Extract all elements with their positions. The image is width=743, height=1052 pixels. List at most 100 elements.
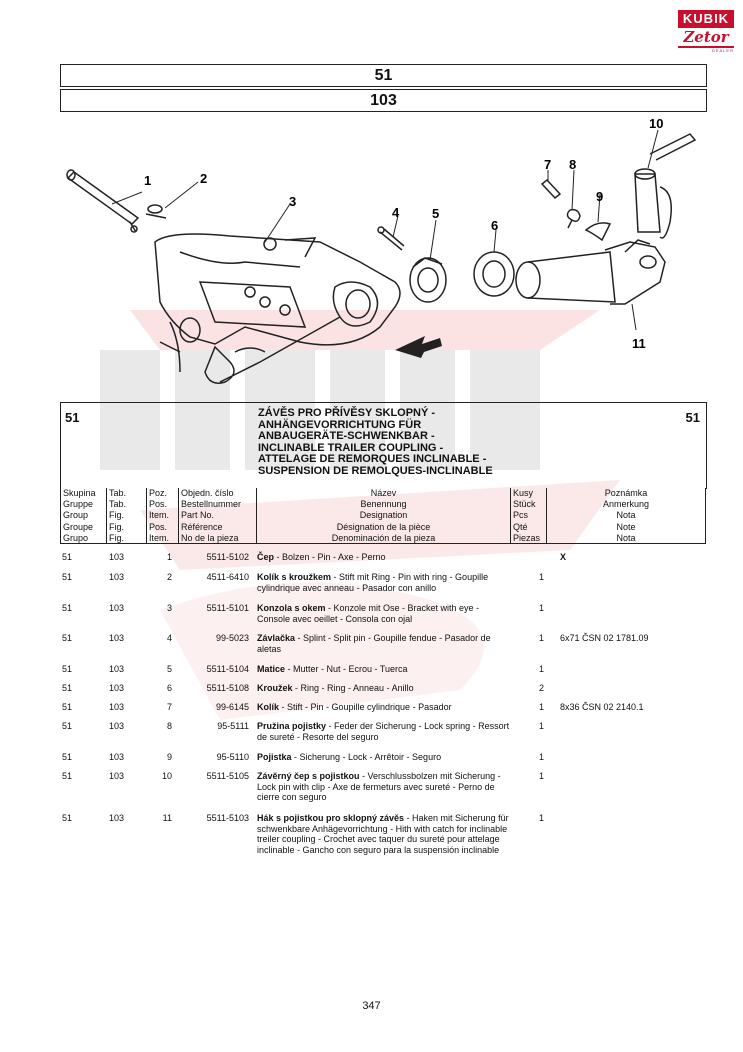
row-description-translations: - Feder der Sicherung - Lock spring - Re… (257, 721, 510, 742)
brand-logo-top: KUBIK (678, 10, 734, 28)
row-position: 7 (166, 702, 172, 712)
row-description: Konzola s okem - Konzole mit Ose - Brack… (257, 603, 511, 624)
row-description-czech: Pružina pojistky (257, 721, 327, 731)
row-description-translations: - Sicherung - Lock - Arrêtoir - Seguro (291, 752, 442, 762)
row-description: Kolík - Stift - Pin - Goupille cylindriq… (257, 702, 511, 713)
row-group: 51 (62, 771, 73, 781)
page-number: 347 (362, 1000, 381, 1012)
row-table: 103 (109, 572, 125, 582)
row-quantity: 1 (538, 702, 544, 712)
row-part-number: 5511-5105 (206, 771, 249, 781)
diagram-label-2: 2 (200, 171, 207, 186)
row-group: 51 (62, 552, 73, 562)
row-quantity: 1 (538, 664, 544, 674)
diagram-label-5: 5 (432, 206, 439, 221)
row-part-number: 5511-5103 (206, 813, 249, 823)
row-table: 103 (109, 633, 125, 643)
group-title-cz: ZÁVĚS PRO PŘÍVĚSY SKLOPNÝ - (258, 407, 436, 419)
row-note: 6x71 ČSN 02 1781.09 (560, 633, 649, 643)
diagram-label-6: 6 (491, 218, 498, 233)
row-description-czech: Matice (257, 664, 286, 674)
group-title-block: 51 51 ZÁVĚS PRO PŘÍVĚSY SKLOPNÝ - ANHÄNG… (60, 402, 707, 489)
row-position: 10 (161, 771, 172, 781)
row-group: 51 (62, 752, 73, 762)
row-table: 103 (109, 702, 125, 712)
row-group: 51 (62, 702, 73, 712)
row-description-czech: Kolík (257, 702, 280, 712)
part-7-pin-drawing (540, 178, 562, 200)
row-part-number: 5511-5104 (206, 664, 249, 674)
diagram-label-8: 8 (569, 157, 576, 172)
row-part-number: 95-5111 (217, 721, 249, 731)
diagram-label-3: 3 (289, 194, 296, 209)
row-description-translations: - Haken mit Sicherung für schwenkbare An… (257, 813, 509, 855)
row-table: 103 (109, 813, 125, 823)
row-part-number: 99-5023 (215, 633, 249, 643)
row-quantity: 1 (538, 752, 544, 762)
row-description: Závěrný čep s pojistkou - Verschlussbolz… (257, 771, 511, 803)
part-5-nut-drawing (409, 257, 447, 303)
table-right-border (705, 488, 706, 544)
part-2-ring-pin-drawing (145, 204, 167, 219)
row-part-number: 4511-6410 (206, 572, 249, 582)
row-description-czech: Závlačka (257, 633, 296, 643)
group-title-names: ZÁVĚS PRO PŘÍVĚSY SKLOPNÝ - ANHÄNGEVORRI… (258, 407, 493, 477)
group-title-de-1: ANHÄNGEVORRICHTUNG FÜR (258, 418, 422, 431)
column-header-position: Poz.Pos.Item.Pos.Item. (146, 488, 178, 544)
part-1-pin-drawing (66, 169, 140, 233)
group-number-right: 51 (685, 410, 700, 425)
row-description-translations: - Stift - Pin - Goupille cylindrique - P… (279, 702, 452, 712)
row-quantity: 1 (538, 771, 544, 781)
table-number-box: 103 (60, 89, 707, 112)
row-table: 103 (109, 683, 125, 693)
row-table: 103 (109, 552, 125, 562)
brand-logo-middle: Zetor (683, 28, 729, 46)
part-6-ring-drawing (473, 251, 515, 297)
diagram-label-9: 9 (596, 189, 603, 204)
table-header-bottom-rule (60, 543, 705, 544)
row-description-czech: Čep (257, 552, 275, 562)
part-4-split-pin-drawing (377, 226, 405, 251)
part-8-spring-drawing (566, 208, 581, 229)
row-description-czech: Konzola s okem (257, 603, 326, 613)
row-table: 103 (109, 752, 125, 762)
column-header-table: Tab.Tab.Fig.Fig.Fig. (106, 488, 146, 544)
row-group: 51 (62, 721, 73, 731)
row-description-translations: - Ring - Ring - Anneau - Anillo (292, 683, 414, 693)
row-table: 103 (109, 603, 125, 613)
row-quantity: 1 (538, 572, 544, 582)
row-description-translations: - Mutter - Nut - Ecrou - Tuerca (285, 664, 408, 674)
row-group: 51 (62, 683, 73, 693)
row-part-number: 5511-5108 (206, 683, 249, 693)
row-table: 103 (109, 721, 125, 731)
group-title-en: INCLINABLE TRAILER COUPLING - (258, 441, 444, 454)
row-description-translations: - Splint - Split pin - Goupille fendue -… (257, 633, 491, 654)
row-part-number: 5511-5101 (206, 603, 249, 613)
row-description-translations: - Konzole mit Ose - Bracket with eye - C… (257, 603, 480, 624)
diagram-label-7: 7 (544, 157, 551, 172)
row-description: Pružina pojistky - Feder der Sicherung -… (257, 721, 511, 742)
row-position: 1 (166, 552, 172, 562)
diagram-label-1: 1 (144, 173, 151, 188)
row-description: Závlačka - Splint - Split pin - Goupille… (257, 633, 511, 654)
row-description: Kroužek - Ring - Ring - Anneau - Anillo (257, 683, 511, 694)
row-description-translations: - Stift mit Ring - Pin with ring - Goupi… (257, 572, 489, 593)
row-position: 5 (166, 664, 172, 674)
row-position: 3 (166, 603, 172, 613)
group-number-box: 51 (60, 64, 707, 87)
row-quantity: 1 (538, 721, 544, 731)
exploded-parts-diagram: 1 2 3 4 5 6 7 8 9 10 11 (66, 116, 697, 384)
row-quantity: 1 (538, 603, 544, 613)
diagram-label-11: 11 (632, 336, 646, 351)
row-description-translations: - Bolzen - Pin - Axe - Perno (274, 552, 386, 562)
group-number-left: 51 (65, 410, 80, 425)
row-note: X (560, 552, 567, 562)
group-title-de-2: ANBAUGERÄTE-SCHWENKBAR - (258, 430, 435, 442)
brand-logo: KUBIK Zetor DEALER (678, 10, 734, 62)
row-description: Pojistka - Sicherung - Lock - Arrêtoir -… (257, 752, 511, 763)
row-group: 51 (62, 664, 73, 674)
